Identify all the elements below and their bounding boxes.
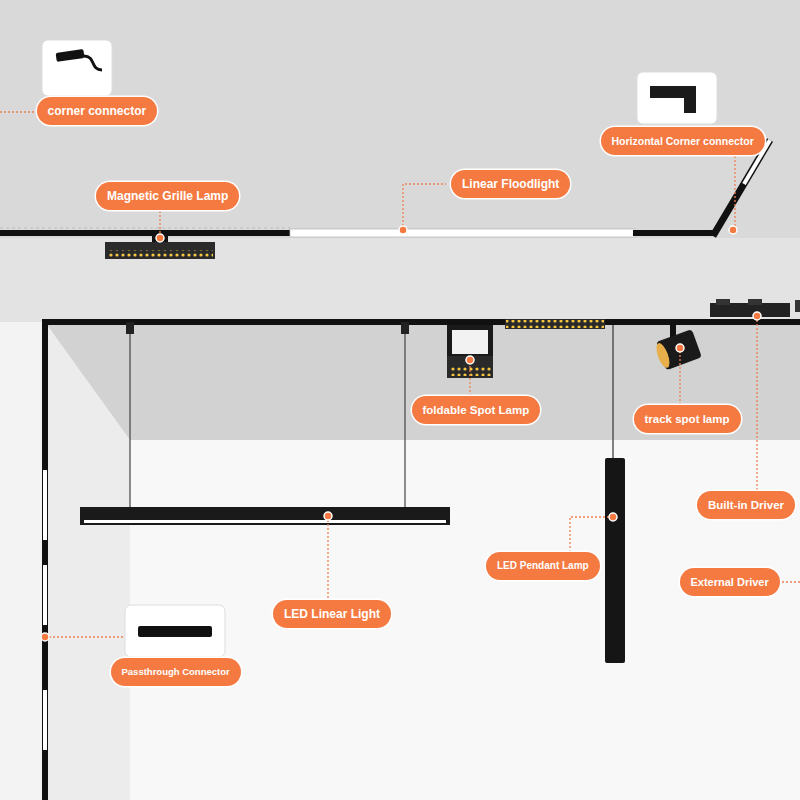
leader-dot: [41, 633, 49, 641]
passthrough-icon: [138, 626, 212, 637]
grille-strip: [505, 319, 605, 329]
icon-box: [125, 605, 225, 657]
pendant-lamp: [605, 458, 625, 663]
callout-text: LED Pendant Lamp: [497, 552, 589, 580]
diffuser: [84, 520, 446, 523]
wire: [129, 334, 130, 508]
leader-line: [469, 362, 470, 396]
callout-text: track spot lamp: [645, 405, 730, 433]
callout-pill: track spot lamp: [634, 405, 741, 433]
leader-line: [570, 517, 613, 552]
leader-line: [734, 156, 735, 230]
connector-icon: [56, 49, 85, 62]
wire: [404, 334, 405, 508]
track-spot: [653, 329, 702, 371]
grille-leds: [107, 250, 213, 258]
connector-wire: [84, 56, 102, 70]
foldable-spot: [447, 325, 493, 357]
leader-line: [45, 636, 125, 637]
callout-text: Passthrough Connector: [122, 658, 230, 686]
driver-part: [795, 300, 800, 312]
leader-dot: [729, 226, 737, 234]
foldable-spot-face: [452, 330, 488, 354]
track-light: [43, 565, 47, 625]
track: [633, 230, 716, 236]
soffit: [0, 238, 800, 322]
left-wall: [45, 322, 130, 800]
room-ceiling: [45, 322, 800, 440]
driver-part: [748, 299, 762, 305]
grille-lamp: [105, 242, 215, 259]
outer-wall: [0, 322, 45, 800]
callout-text: LED Linear Light: [284, 600, 380, 628]
callout-text: Magnetic Grille Lamp: [107, 182, 228, 210]
leader-dot: [399, 226, 407, 234]
callout-pill: Linear Floodlight: [451, 170, 570, 198]
hanger: [126, 322, 134, 334]
callout-pill: LED Pendant Lamp: [486, 552, 600, 580]
callout-text: Linear Floodlight: [462, 170, 559, 198]
spot-face: [654, 342, 672, 370]
icon-box: [42, 40, 112, 96]
callout-text: corner connector: [48, 97, 147, 125]
hanger: [401, 322, 409, 334]
callout-pill: Built-in Driver: [697, 491, 795, 519]
guide-line: [0, 228, 290, 229]
grille-leds: [506, 320, 604, 328]
callout-pill: Passthrough Connector: [111, 658, 241, 686]
callout-pill: Horizontal Corner connector: [601, 127, 765, 155]
leader-line: [679, 350, 680, 405]
track: [42, 319, 48, 800]
leader-dots: [41, 226, 761, 641]
callout-pill: corner connector: [37, 97, 158, 125]
corner-icon: [650, 86, 696, 113]
leader-dot: [156, 234, 164, 242]
linear-light: [80, 507, 450, 525]
leader-line: [756, 316, 757, 491]
callout-pill: Magnetic Grille Lamp: [96, 182, 239, 210]
icon-box: [637, 72, 717, 124]
callout-text: foldable Spot Lamp: [423, 396, 530, 424]
cord: [612, 325, 613, 460]
leader-line: [327, 516, 328, 600]
driver: [710, 303, 790, 317]
leader-dot: [466, 356, 474, 364]
leader-line: [0, 111, 36, 112]
callout-text: Built-in Driver: [708, 491, 784, 519]
leader-dot: [676, 344, 684, 352]
callout-text: Horizontal Corner connector: [612, 127, 754, 155]
track: [0, 230, 292, 236]
leader-lines: [0, 112, 800, 637]
back-wall: [130, 440, 800, 800]
callout-pill: LED Linear Light: [273, 600, 391, 628]
track-light: [43, 470, 47, 540]
track: [45, 319, 800, 325]
leader-dot: [324, 512, 332, 520]
callout-pill: foldable Spot Lamp: [412, 396, 541, 424]
leader-dot: [609, 513, 617, 521]
callout-pill: External Driver: [680, 568, 780, 596]
linear-floodlight: [290, 229, 635, 237]
track-light: [43, 690, 47, 750]
callout-text: External Driver: [691, 568, 769, 596]
leader-dot: [753, 312, 761, 320]
driver-part: [716, 299, 730, 305]
leader-line: [403, 184, 446, 230]
